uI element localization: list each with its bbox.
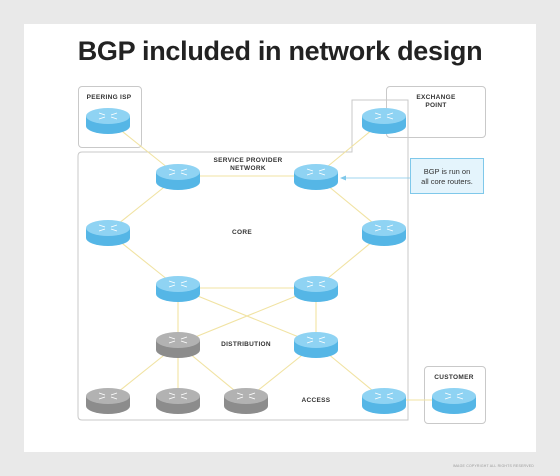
diagram-title: BGP included in network design <box>77 36 483 66</box>
distribution-label: DISTRIBUTION <box>221 341 271 348</box>
access-router-icon <box>223 387 269 415</box>
peering-isp-label: PEERING ISP <box>86 94 132 101</box>
core-router-icon <box>155 275 201 303</box>
core-router-icon <box>361 219 407 247</box>
access-router-icon <box>361 387 407 415</box>
customer-router-icon <box>431 387 477 415</box>
distribution-router-icon <box>155 331 201 359</box>
core-router-icon <box>85 219 131 247</box>
customer-label: CUSTOMER <box>434 374 474 381</box>
core-router-icon <box>155 163 201 191</box>
service-provider-network-label: SERVICE PROVIDER NETWORK <box>204 157 292 173</box>
peering-isp-box <box>78 86 142 148</box>
access-label: ACCESS <box>301 397 331 404</box>
exchange-point-label-line2: POINT <box>425 102 447 109</box>
core-router-icon <box>293 275 339 303</box>
access-router-icon <box>155 387 201 415</box>
callout-pointer-arrow <box>340 175 346 181</box>
service-provider-label-line2: NETWORK <box>230 165 266 172</box>
service-provider-network-boundary <box>77 99 409 421</box>
callout-line1: BGP is run on <box>423 167 471 176</box>
exchange-point-router-icon <box>361 107 407 135</box>
exchange-point-label-line1: EXCHANGE <box>416 94 456 101</box>
bgp-callout-box: BGP is run on all core routers. <box>410 158 484 194</box>
service-provider-label-line1: SERVICE PROVIDER <box>213 157 283 164</box>
access-router-icon <box>85 387 131 415</box>
callout-line2: all core routers. <box>421 177 473 186</box>
peering-isp-router-icon <box>85 107 131 135</box>
exchange-point-label: EXCHANGE POINT <box>404 94 468 110</box>
image-credit: IMAGE COPYRIGHT ALL RIGHTS RESERVED <box>452 464 534 468</box>
link <box>177 287 317 345</box>
customer-box <box>424 366 486 424</box>
distribution-router-icon <box>293 331 339 359</box>
core-router-icon <box>293 163 339 191</box>
core-label: CORE <box>232 229 252 236</box>
